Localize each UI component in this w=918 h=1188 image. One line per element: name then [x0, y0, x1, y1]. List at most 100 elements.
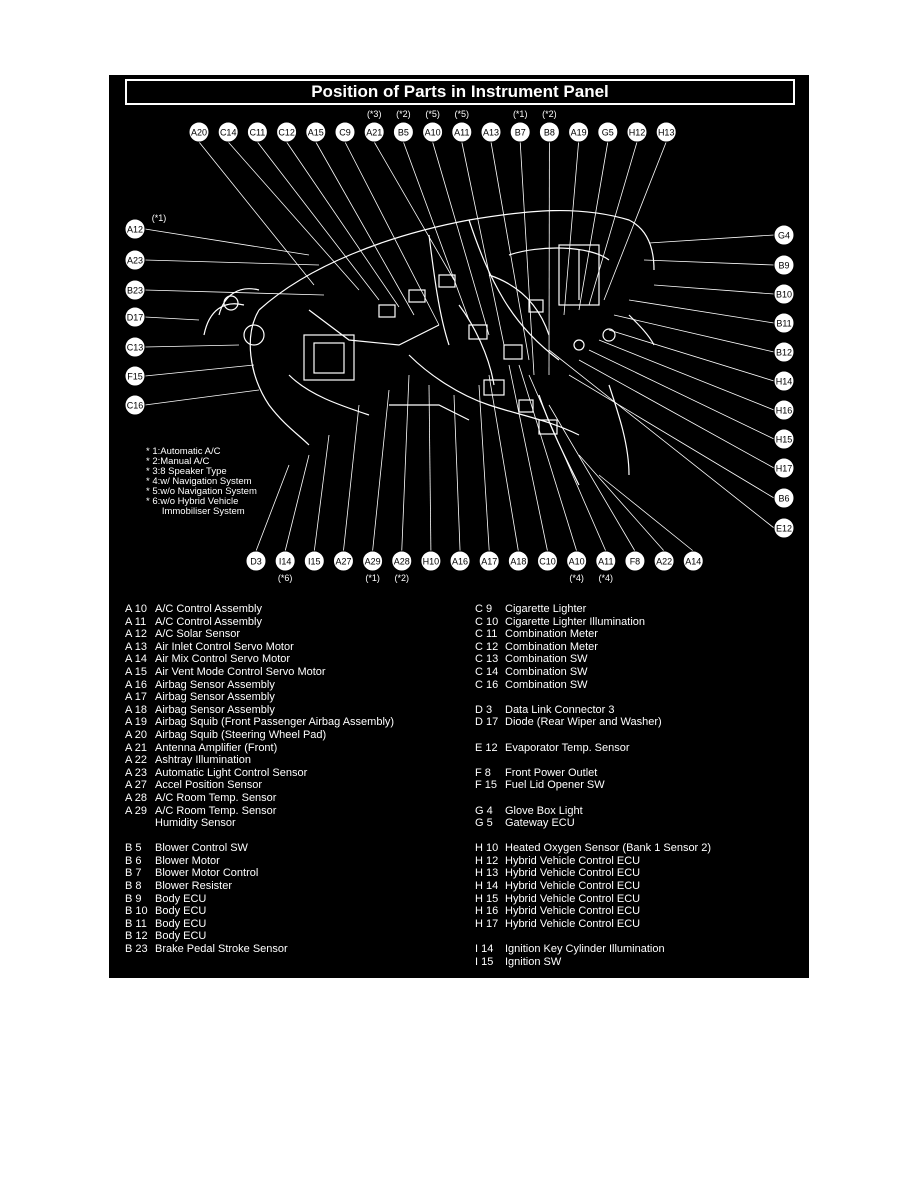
legend-name: Air Vent Mode Control Servo Motor	[155, 665, 326, 678]
callout-a11: A11	[451, 121, 473, 143]
legend-name: Cigarette Lighter	[505, 603, 587, 615]
callout-text: A27	[335, 557, 351, 567]
legend-name: Air Inlet Control Servo Motor	[155, 640, 294, 653]
leader-line	[198, 141, 315, 286]
callout-circle	[773, 517, 795, 539]
legend-name: Airbag Sensor Assembly	[155, 678, 275, 691]
callout-circle	[188, 121, 210, 143]
callout-circle	[124, 306, 146, 328]
callout-circle	[773, 283, 795, 305]
callout-c14: C14	[217, 121, 239, 143]
callout-circle	[274, 550, 296, 572]
legend-code: B 8	[125, 880, 142, 893]
callout-circle	[217, 121, 239, 143]
legend-code: E 12	[475, 741, 498, 754]
legend-name: Body ECU	[155, 892, 207, 905]
callout-text: A11	[598, 557, 613, 567]
leader-line	[653, 284, 775, 295]
callout-circle	[597, 121, 619, 143]
legend-name: Glove Box Light	[505, 804, 583, 817]
callout-circle	[422, 121, 444, 143]
callout-f8: F8	[624, 550, 646, 572]
legend-name: Data Link Connector 3	[505, 703, 615, 716]
callout-a21: A21	[363, 121, 385, 143]
legend-code	[475, 691, 505, 704]
leader-line	[428, 384, 432, 552]
callout-text: A12	[127, 225, 143, 235]
legend-name: Ashtray Illumination	[155, 754, 251, 767]
legend-code: H 17	[475, 917, 499, 930]
legend-code: B 9	[125, 892, 142, 905]
legend-row	[125, 830, 394, 843]
callout-h13: H13	[655, 121, 677, 143]
legend-code	[475, 792, 505, 805]
legend-code: H 16	[475, 905, 499, 918]
leader-line	[257, 141, 380, 301]
callout-b23: B23	[124, 279, 146, 301]
callout-text: H14	[776, 377, 793, 387]
legend-name: Hybrid Vehicle Control ECU	[505, 917, 641, 930]
callout-circle	[773, 370, 795, 392]
leader-line	[598, 474, 694, 552]
callout-text: A21	[366, 128, 382, 138]
callout-note: (*4)	[569, 573, 584, 583]
callout-g5: G5	[597, 121, 619, 143]
leader-line	[144, 289, 325, 296]
callout-text: C13	[127, 343, 144, 353]
legend-code: A 18	[125, 703, 148, 716]
callout-text: A17	[481, 557, 497, 567]
callout-text: B12	[776, 348, 792, 358]
callout-text: F15	[127, 372, 143, 382]
callout-text: B9	[778, 261, 789, 271]
page-title: Position of Parts in Instrument Panel	[125, 79, 795, 105]
legend-code: B 10	[125, 905, 148, 918]
callout-circle	[245, 550, 267, 572]
callout-circle	[773, 487, 795, 509]
legend-name: Airbag Squib (Steering Wheel Pad)	[155, 728, 327, 741]
callout-text: A18	[510, 557, 526, 567]
leader-lines	[144, 141, 775, 552]
callout-circle	[566, 550, 588, 572]
callout-b6: B6	[773, 487, 795, 509]
callout-text: B6	[778, 494, 789, 504]
legend-code: A 20	[125, 728, 148, 741]
leader-line	[568, 374, 775, 499]
callout-a28: A28	[391, 550, 413, 572]
callout-d17: D17	[124, 306, 146, 328]
legend-code: A 13	[125, 640, 148, 653]
callout-circle	[449, 550, 471, 572]
callout-e12: E12	[773, 517, 795, 539]
footnote-line: * 3:8 Speaker Type	[146, 466, 227, 477]
leader-line	[284, 454, 310, 552]
legend-code: H 10	[475, 842, 499, 855]
callout-circle	[362, 550, 384, 572]
callout-f15: F15	[124, 365, 146, 387]
legend-name: Body ECU	[155, 917, 207, 930]
callout-text: A16	[452, 557, 468, 567]
callout-circle	[773, 341, 795, 363]
callout-text: F8	[630, 557, 641, 567]
callout-d3: D3	[245, 550, 267, 572]
callout-text: B5	[398, 128, 409, 138]
callout-c13: C13	[124, 336, 146, 358]
legend-name: Blower Motor	[155, 854, 220, 867]
callout-text: A15	[308, 128, 324, 138]
callout-text: D3	[250, 557, 262, 567]
